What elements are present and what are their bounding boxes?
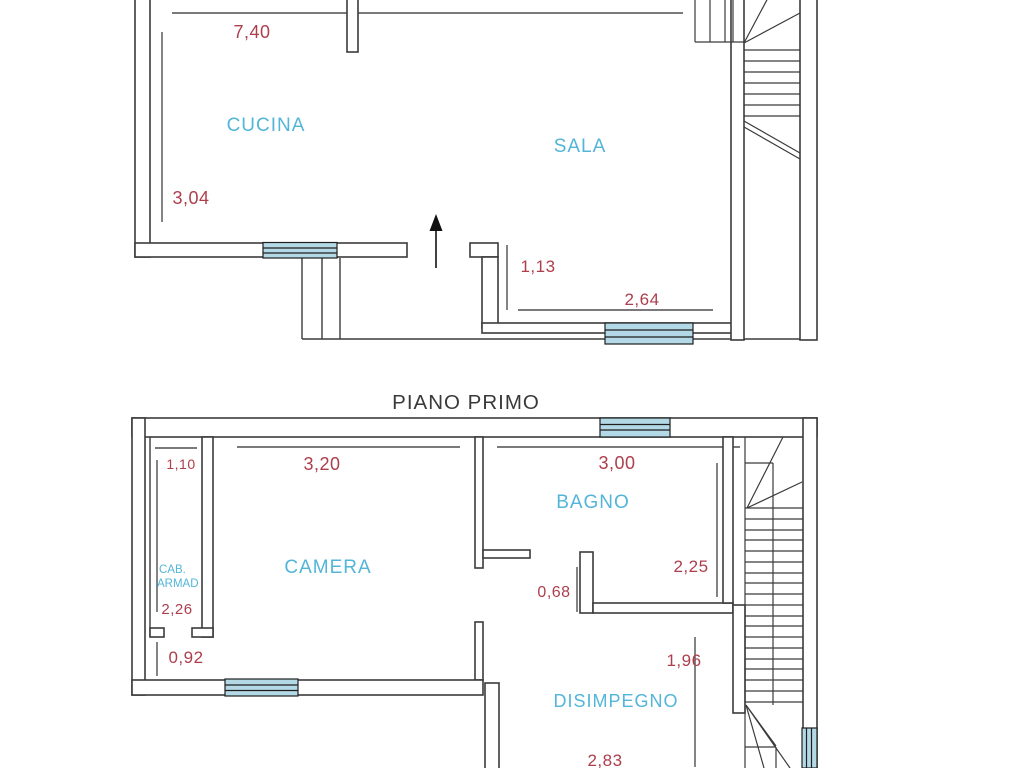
wall-segment <box>131 417 146 696</box>
dimension-recess-depth: 1,13 <box>520 257 555 276</box>
window-stairwell <box>801 727 818 768</box>
room-label-cab-armadio-line1: CAB. <box>159 564 186 576</box>
wall-segment <box>732 604 746 714</box>
stair-treads <box>745 507 803 703</box>
window-camera <box>224 678 299 697</box>
wall-segment <box>346 0 359 53</box>
wall-segment <box>484 682 500 768</box>
window-bagno <box>599 417 671 438</box>
plan-title: PIANO PRIMO <box>392 391 540 414</box>
window-glass <box>599 417 671 438</box>
stair-top-run <box>694 0 744 43</box>
dimension-cabina-depth: 2,26 <box>161 601 192 618</box>
window-glass <box>604 322 694 345</box>
wall-segment <box>722 436 734 604</box>
wall-segment <box>482 549 531 559</box>
room-label-disimpegno: DISIMPEGNO <box>553 691 678 711</box>
dimension-bagno-door: 0,68 <box>537 584 570 601</box>
window-glass <box>801 727 818 768</box>
window-frame-lines <box>605 329 693 338</box>
dimension-camera-width: 3,20 <box>303 454 340 474</box>
dimension-camera-door: 0,92 <box>168 648 203 667</box>
balcony-outline <box>301 258 817 340</box>
window-glass <box>262 241 338 259</box>
upper-floor-plan: CUCINA SALA 7,40 3,04 1,13 2,64 <box>134 0 818 345</box>
wall-segment <box>191 627 214 638</box>
dimension-window-width: 2,64 <box>624 290 659 309</box>
dimension-disimpegno-width: 2,83 <box>587 751 622 768</box>
wall-segment <box>592 602 734 614</box>
dimension-cucina-depth: 3,04 <box>172 188 209 208</box>
wall-segment <box>131 679 484 696</box>
stair-winders-top <box>745 436 803 705</box>
staircase-lower <box>744 436 803 768</box>
dimension-cabina-width: 1,10 <box>166 456 195 472</box>
wall-segment <box>474 621 484 681</box>
room-label-cab-armadio-line2: ARMAD <box>157 578 199 590</box>
room-label-cucina: CUCINA <box>227 115 306 136</box>
wall-segment <box>134 0 151 258</box>
room-label-bagno: BAGNO <box>556 492 630 513</box>
window-sala <box>604 322 694 345</box>
wall-segment <box>799 0 818 341</box>
wall-segment <box>481 256 499 329</box>
room-label-camera: CAMERA <box>284 557 371 578</box>
stair-winders-bottom <box>745 704 791 768</box>
window-glass <box>224 678 299 697</box>
dimension-disimpegno-depth: 1,96 <box>666 651 701 670</box>
window-cucina <box>262 241 338 259</box>
wall-segment <box>201 436 214 638</box>
lower-floor-plan: CAMERA BAGNO DISIMPEGNO CAB. ARMAD 1,10 … <box>131 417 818 768</box>
window-frame-lines <box>225 684 298 692</box>
wall-segment <box>474 436 484 569</box>
dimension-bagno-depth: 2,25 <box>673 557 708 576</box>
wall-segment <box>579 551 594 614</box>
entry-arrow-icon <box>429 214 443 268</box>
room-label-sala: SALA <box>554 136 607 157</box>
wall-segment <box>802 417 818 768</box>
stair-treads <box>744 49 800 117</box>
wall-segment <box>149 627 165 638</box>
stair-winders <box>743 0 801 44</box>
dimension-bagno-width: 3,00 <box>598 453 635 473</box>
wall-segment <box>469 242 499 258</box>
dimension-cucina-width: 7,40 <box>233 22 270 42</box>
window-frame-lines <box>263 247 337 254</box>
window-frame-lines <box>600 423 670 431</box>
wall-segment <box>131 417 818 438</box>
stair-break-line <box>743 120 801 160</box>
staircase-upper <box>694 0 801 160</box>
wall-segment <box>730 0 745 341</box>
window-frame-lines <box>805 728 813 768</box>
